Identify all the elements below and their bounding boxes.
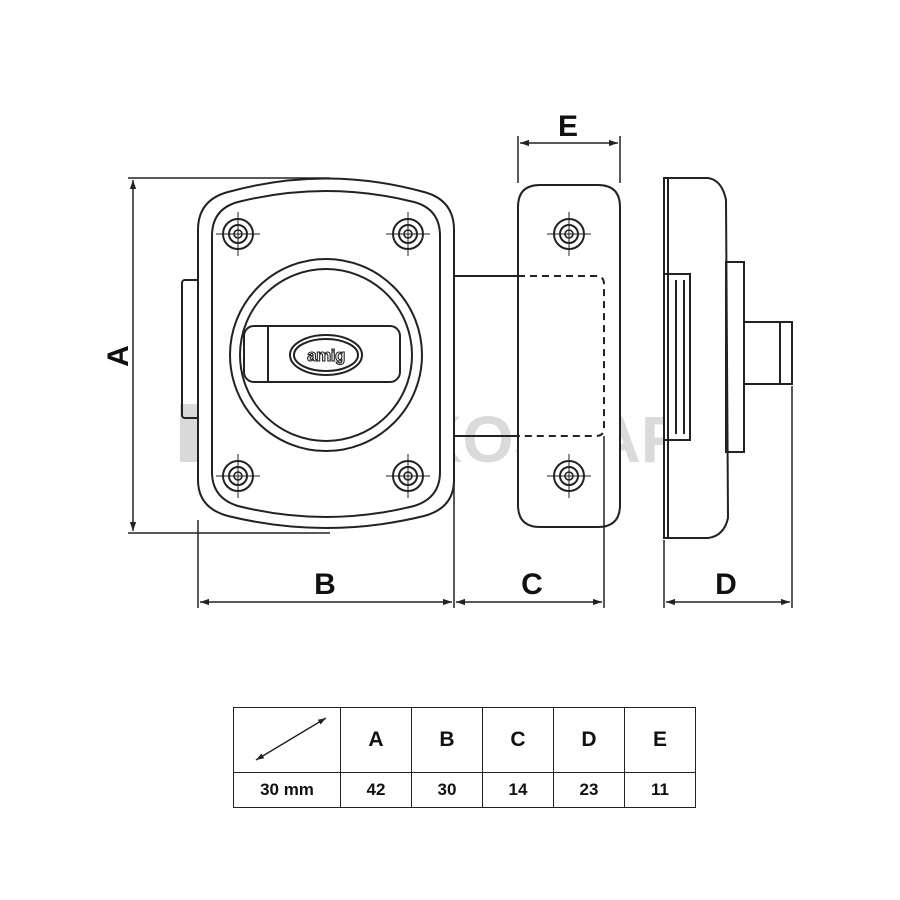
label-a: A: [102, 345, 135, 367]
table-header-row: A B C D E: [233, 707, 696, 773]
table-header-d: D: [553, 707, 625, 773]
logo-text: amig: [307, 346, 345, 365]
table-header-b: B: [411, 707, 483, 773]
value-d: 23: [553, 772, 625, 808]
dimension-lines: [128, 136, 793, 608]
label-e: E: [558, 110, 578, 143]
table-header-a: A: [340, 707, 412, 773]
table-header-c: C: [482, 707, 554, 773]
value-e: 11: [624, 772, 696, 808]
front-view: [181, 177, 455, 529]
dimensions-table: A B C D E 30 mm 42 30 14 23 11: [233, 707, 696, 808]
table-header-e: E: [624, 707, 696, 773]
value-b: 30: [411, 772, 483, 808]
label-c: C: [521, 568, 543, 601]
diagonal-arrow-cell: [233, 707, 341, 773]
value-a: 42: [340, 772, 412, 808]
bolt-and-keeper: [454, 184, 621, 528]
table-row: 30 mm 42 30 14 23 11: [233, 772, 696, 808]
size-label-cell: 30 mm: [233, 772, 341, 808]
side-view: [663, 177, 793, 539]
label-b: B: [314, 568, 336, 601]
diagonal-arrow-icon: [255, 717, 327, 761]
value-c: 14: [482, 772, 554, 808]
label-d: D: [715, 568, 737, 601]
